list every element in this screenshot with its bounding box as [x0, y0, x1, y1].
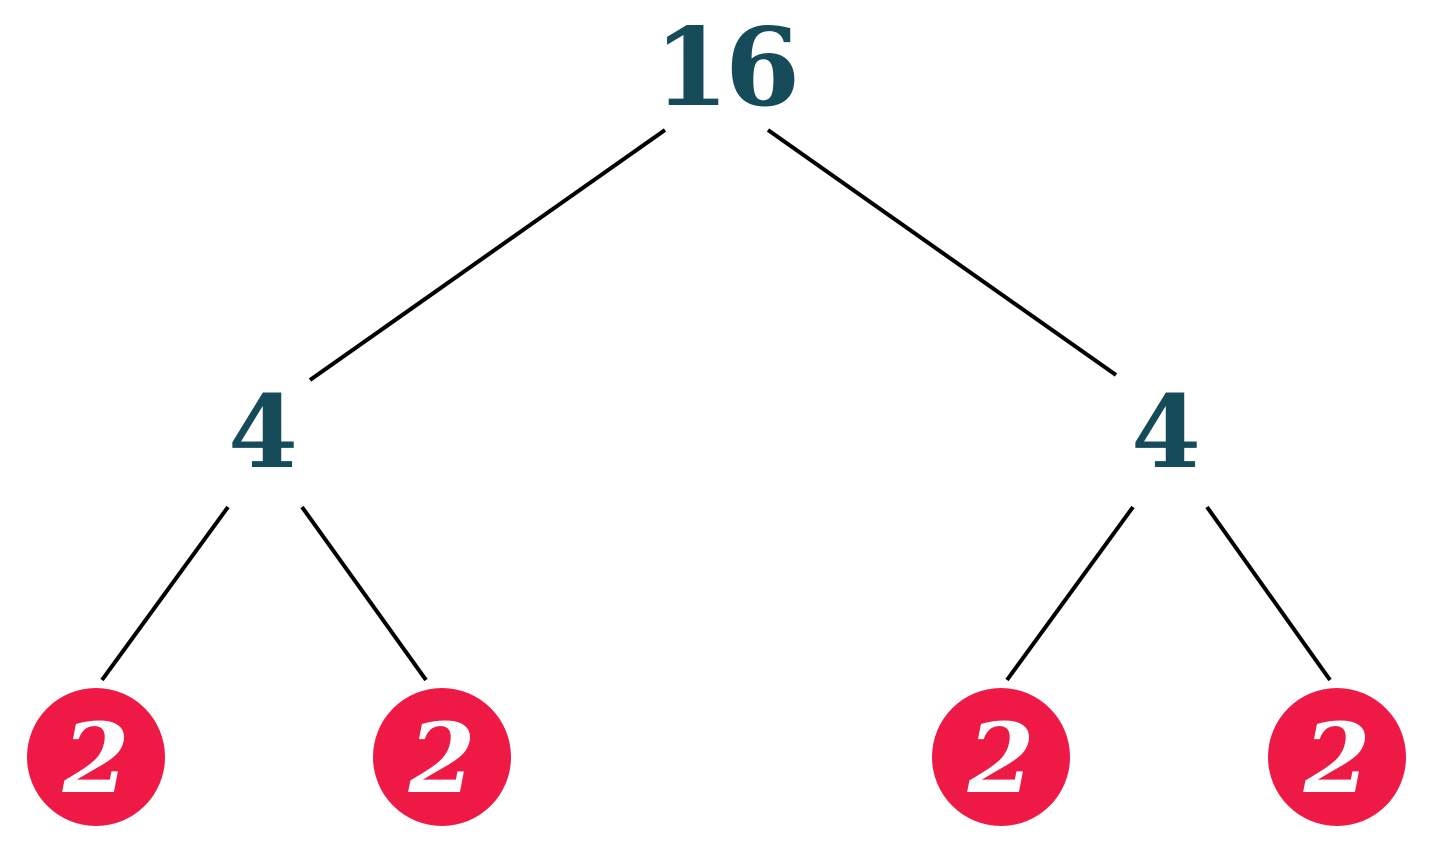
prime-leaf-2-label: 2	[408, 702, 476, 815]
edge-root-right	[766, 128, 1118, 377]
node-4-left: 4	[228, 373, 298, 491]
prime-leaf-3: 2	[932, 688, 1070, 826]
node-4-right: 4	[1131, 373, 1201, 491]
edge-left-leaf2	[300, 505, 428, 682]
edge-right-leaf3	[1005, 505, 1135, 682]
prime-leaf-2: 2	[373, 688, 511, 826]
prime-leaf-4-label: 2	[1303, 702, 1371, 815]
prime-leaf-1-label: 2	[62, 702, 130, 815]
edge-left-leaf1	[100, 505, 230, 682]
prime-leaf-3-label: 2	[967, 702, 1035, 815]
prime-leaf-4: 2	[1268, 688, 1406, 826]
prime-leaf-1: 2	[27, 688, 165, 826]
root-node-16: 16	[653, 5, 800, 131]
edge-right-leaf4	[1205, 505, 1332, 682]
edge-root-left	[308, 128, 667, 382]
